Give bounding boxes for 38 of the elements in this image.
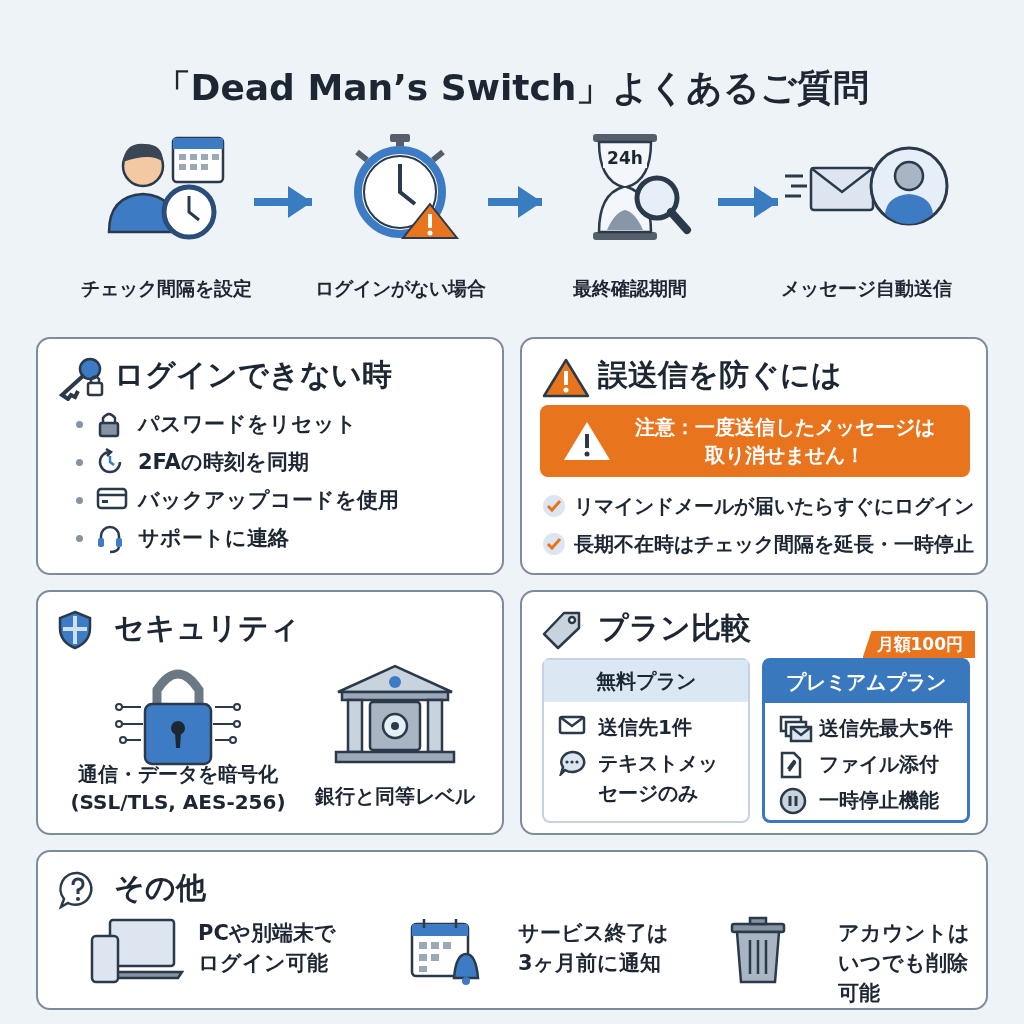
plan-feature: 送信先最大5件: [819, 715, 954, 742]
panel-heading: 誤送信を防ぐには: [598, 356, 842, 394]
list-item: サポートに連絡: [138, 525, 289, 552]
faq-panel: [36, 337, 504, 575]
faq-panel: [36, 850, 988, 1010]
list-item: 長期不在時はチェック間隔を延長・一時停止: [574, 531, 974, 558]
plan-header: 無料プラン: [544, 660, 748, 702]
plan-feature: 送信先1件: [598, 714, 693, 741]
page-title: 「Dead Man’s Switch」よくあるご質問: [153, 66, 871, 110]
panel-heading: セキュリティ: [114, 609, 300, 647]
faq-panel: [520, 590, 988, 835]
plan-feature: ファイル添付: [819, 751, 940, 778]
feature-text: PCや別端末でログイン可能: [198, 920, 337, 977]
feature-text: 通信・データを暗号化(SSL/TLS, AES-256): [69, 761, 287, 816]
warning-banner: [540, 405, 970, 477]
plan-feature: 一時停止機能: [819, 787, 940, 814]
panel-heading: プラン比較: [598, 609, 751, 647]
plan-card: [542, 658, 750, 823]
feature-text: アカウントはいつでも削除可能: [838, 920, 971, 1007]
list-item: 2FAの時刻を同期: [138, 449, 309, 476]
step-label: 最終確認期間: [572, 276, 688, 301]
feature-text: 銀行と同等レベル: [313, 783, 477, 810]
warning-text: 注意：一度送信したメッセージは取り消せません！: [633, 414, 936, 469]
panel-heading: その他: [114, 869, 206, 907]
panel-heading: ログインできない時: [114, 356, 392, 394]
icon-caption: 24h: [603, 148, 647, 168]
list-item: パスワードをリセット: [138, 411, 357, 438]
list-item: リマインドメールが届いたらすぐにログイン: [574, 493, 974, 520]
plan-feature: テキストメッセージのみ: [598, 750, 719, 807]
plan-header: プレミアムプラン: [765, 661, 967, 703]
step-label: メッセージ自動送信: [779, 276, 953, 301]
faq-panel: [520, 337, 988, 575]
step-label: チェック間隔を設定: [79, 276, 253, 301]
price-badge: 月額100円: [862, 631, 975, 658]
list-item: バックアップコードを使用: [138, 487, 399, 514]
faq-panel: [36, 590, 504, 835]
step-label: ログインがない場合: [313, 276, 487, 301]
feature-text: サービス終了は3ヶ月前に通知: [518, 920, 670, 977]
